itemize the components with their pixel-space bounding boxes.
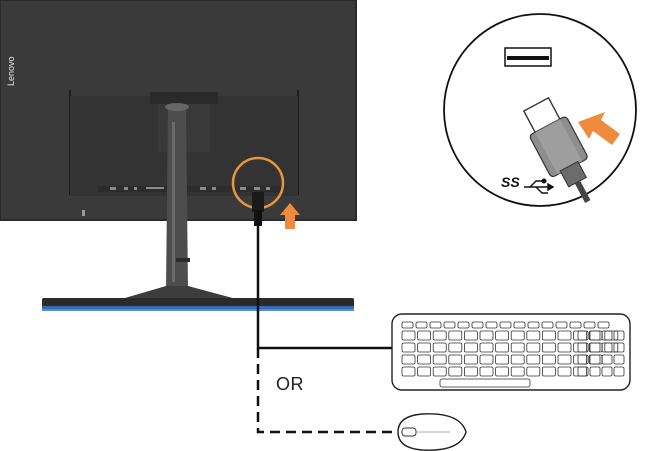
keyboard-key	[569, 321, 582, 329]
keyboard-key	[526, 330, 541, 341]
keyboard-key	[432, 366, 447, 377]
keyboard-key	[417, 366, 432, 377]
keyboard-key	[526, 354, 541, 365]
keyboard-key	[499, 321, 512, 329]
keyboard-key	[417, 330, 432, 341]
insert-arrow-icon	[578, 112, 620, 145]
connect-arrow-icon	[280, 203, 300, 229]
keyboard-key	[597, 321, 610, 329]
keyboard-key	[510, 366, 525, 377]
keyboard-numpad-key	[589, 330, 601, 341]
keyboard-key	[463, 330, 478, 341]
keyboard-key	[457, 321, 470, 329]
keyboard-key	[557, 366, 572, 377]
usb-superspeed-icon	[524, 178, 555, 194]
keyboard-key	[417, 342, 432, 353]
keyboard-key	[463, 366, 478, 377]
keyboard-key	[495, 366, 510, 377]
keyboard-numpad-key	[613, 366, 625, 377]
keyboard-numpad-key	[601, 330, 613, 341]
keyboard-numpad-key	[577, 342, 589, 353]
mouse	[397, 413, 467, 451]
monitor-stand	[42, 103, 354, 311]
keyboard-key	[557, 330, 572, 341]
keyboard-numpad-key	[613, 354, 625, 365]
keyboard-key	[542, 354, 556, 365]
usb-plug-zoom	[522, 96, 591, 203]
keyboard-key	[513, 321, 526, 329]
keyboard-key	[429, 321, 442, 329]
keyboard-key	[448, 354, 463, 365]
keyboard-key	[557, 342, 572, 353]
keyboard-numpad-key	[577, 354, 589, 365]
keyboard-key	[495, 342, 510, 353]
keyboard-cable	[256, 226, 392, 350]
keyboard-key	[510, 342, 525, 353]
keyboard-numpad-key	[589, 342, 601, 353]
keyboard-key	[401, 330, 416, 341]
keyboard-key	[495, 354, 510, 365]
keyboard-key	[485, 321, 498, 329]
keyboard-key	[479, 330, 494, 341]
keyboard-numpad-key	[601, 366, 613, 377]
keyboard-key	[401, 366, 416, 377]
keyboard-key	[479, 366, 494, 377]
keyboard-numpad-key	[613, 342, 625, 353]
keyboard-key	[495, 330, 510, 341]
keyboard-key	[463, 354, 478, 365]
keyboard-key	[583, 321, 596, 329]
keyboard-numpad-key	[589, 366, 601, 377]
keyboard-key	[557, 354, 572, 365]
keyboard-key	[448, 342, 463, 353]
keyboard-key	[526, 366, 541, 377]
keyboard-key	[432, 342, 447, 353]
keyboard-key	[463, 342, 478, 353]
keyboard-numpad-key	[613, 330, 625, 341]
keyboard-key	[542, 330, 556, 341]
keyboard-key	[479, 354, 494, 365]
keyboard-key	[542, 366, 556, 377]
brand-label: Lenovo	[6, 56, 16, 86]
keyboard-key	[471, 321, 484, 329]
keyboard-key	[510, 330, 525, 341]
keyboard-key	[401, 321, 414, 329]
keyboard-numpad-key	[589, 354, 601, 365]
keyboard-key	[401, 354, 416, 365]
keyboard-numpad-key	[601, 354, 613, 365]
keyboard-key	[526, 342, 541, 353]
keyboard-key	[542, 342, 556, 353]
keyboard-key	[432, 330, 447, 341]
keyboard-key	[555, 321, 568, 329]
keyboard-spacebar	[439, 378, 531, 388]
keyboard-key	[541, 321, 554, 329]
keyboard-key	[448, 330, 463, 341]
superspeed-label: SS	[501, 174, 520, 190]
keyboard-key	[448, 366, 463, 377]
zoom-detail	[443, 13, 637, 207]
keyboard	[391, 313, 631, 391]
or-label: OR	[276, 374, 304, 394]
keyboard-key	[415, 321, 428, 329]
keyboard-numpad-key	[577, 366, 589, 377]
keyboard-key	[401, 342, 416, 353]
keyboard-key	[417, 354, 432, 365]
keyboard-key	[479, 342, 494, 353]
keyboard-key	[432, 354, 447, 365]
keyboard-key	[527, 321, 540, 329]
keyboard-key	[510, 354, 525, 365]
keyboard-numpad-key	[577, 330, 589, 341]
keyboard-key	[443, 321, 456, 329]
mouse-cable	[256, 348, 392, 434]
usb-plug-inserted	[252, 192, 264, 226]
keyboard-numpad-key	[601, 342, 613, 353]
